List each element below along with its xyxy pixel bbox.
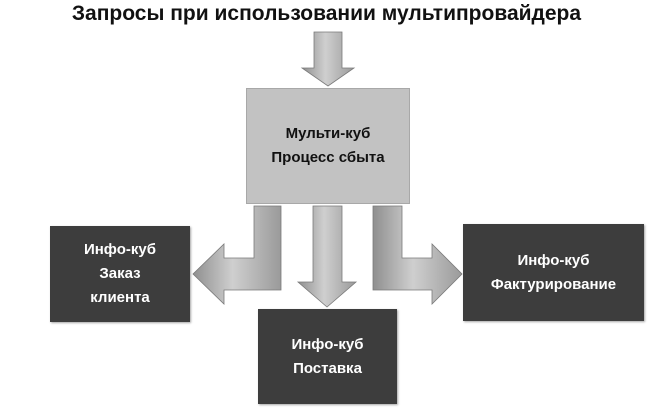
multi-cube-type: Мульти-куб [285, 125, 371, 142]
multi-cube-box: Мульти-куб Процесс сбыта [246, 88, 410, 204]
info-cube-supply-box: Инфо-куб Поставка [258, 309, 397, 404]
info-cube-order-name-1: Заказ [99, 265, 141, 282]
info-cube-order-name-2: клиента [90, 289, 150, 306]
info-cube-order-type: Инфо-куб [83, 241, 157, 258]
info-cube-order-box: Инфо-куб Заказ клиента [50, 226, 190, 322]
input-arrow [300, 31, 356, 87]
arrow-to-invoice [372, 205, 463, 305]
info-cube-supply-name: Поставка [293, 359, 362, 377]
info-cube-invoice-name: Фактурирование [490, 275, 617, 293]
info-cube-invoice-box: Инфо-куб Фактурирование [463, 224, 644, 321]
diagram-title: Запросы при использовании мультипровайде… [71, 2, 582, 25]
arrow-to-supply [296, 205, 358, 308]
info-cube-invoice-type: Инфо-куб [517, 251, 590, 269]
arrow-to-order [192, 205, 282, 305]
multi-cube-name: Процесс сбыта [271, 149, 385, 166]
info-cube-supply-type: Инфо-куб [291, 335, 364, 353]
